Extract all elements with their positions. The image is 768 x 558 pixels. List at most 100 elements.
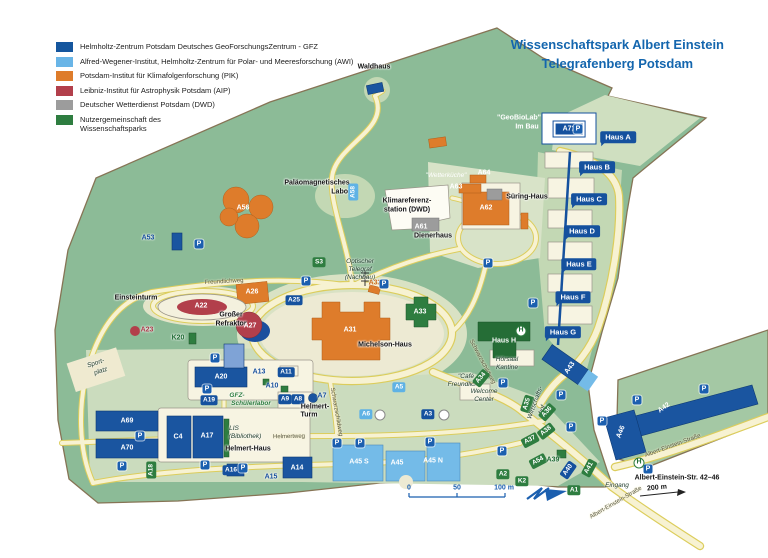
map-label-a25: A25 bbox=[285, 295, 303, 305]
map-label-hörsaal: Hörsaal bbox=[495, 355, 519, 363]
map-label-a9: A9 bbox=[278, 394, 292, 404]
parking-icon: P bbox=[632, 395, 642, 405]
map-label-welcome: Welcome bbox=[470, 387, 498, 395]
map-label-waldhaus: Waldhaus bbox=[357, 63, 391, 71]
map-label-center: Center bbox=[474, 395, 494, 403]
map-label-wetterküche: "Wetterküche" bbox=[425, 171, 467, 179]
map-label-optischer: Optischer bbox=[346, 257, 374, 265]
haus-row-corridor bbox=[556, 151, 572, 346]
map-label-a23: A23 bbox=[140, 326, 154, 334]
map-label-a15: A15 bbox=[264, 473, 278, 481]
map-label-a61: A61 bbox=[414, 223, 428, 231]
map-label-c4: C4 bbox=[173, 433, 183, 441]
map-label-k2: K2 bbox=[515, 476, 529, 486]
parking-icon: P bbox=[425, 437, 435, 447]
map-label-a56: A56 bbox=[236, 204, 250, 212]
a31-building bbox=[311, 301, 391, 361]
parking-icon: P bbox=[573, 124, 583, 134]
map-label-bibliothek: (Bibliothek) bbox=[228, 432, 262, 440]
a63-building bbox=[458, 183, 482, 194]
a14-building bbox=[282, 456, 313, 479]
map-label-geobiolab: "GeoBioLab" bbox=[497, 114, 541, 122]
a45n-building bbox=[426, 442, 461, 482]
map-label-a11: A11 bbox=[277, 367, 295, 377]
map-label-caf: "Café bbox=[457, 372, 475, 380]
map-label-a19: A19 bbox=[200, 395, 218, 405]
parking-icon: P bbox=[528, 298, 538, 308]
map-label-haus-d: Haus D bbox=[564, 225, 600, 240]
map-label-a22: A22 bbox=[194, 302, 208, 310]
sportplatz-field bbox=[66, 347, 126, 392]
map-label-a32: A32 bbox=[368, 279, 382, 287]
map-label-klimareferenz: Klimareferenz- bbox=[382, 197, 432, 205]
parking-icon: P bbox=[135, 431, 145, 441]
map-label-50: 50 bbox=[453, 484, 461, 492]
a20-building bbox=[194, 366, 248, 388]
map-label-süring-haus: Süring-Haus bbox=[506, 193, 548, 201]
legend-label-aip: Leibniz-Institut für Astrophysik Potsdam… bbox=[80, 85, 231, 95]
a46-building bbox=[603, 409, 647, 461]
map-label-dienerhaus: Dienerhaus bbox=[413, 232, 453, 240]
map-label-a16: A16 bbox=[222, 465, 240, 475]
a26-building bbox=[235, 281, 270, 305]
distance-arrow-icon bbox=[639, 489, 686, 497]
map-label-station-dwd: station (DWD) bbox=[383, 206, 431, 214]
legend-item-aip: Leibniz-Institut für Astrophysik Potsdam… bbox=[56, 85, 386, 96]
map-label-albert-einstein-str-42-46: Albert-Einstein-Str. 42–46 bbox=[634, 474, 720, 482]
north-arrow-icon bbox=[526, 487, 567, 501]
map-label-kantine: Kantine bbox=[495, 363, 519, 371]
pik-color-swatch bbox=[56, 71, 73, 81]
map-label-a45-n: A45 N bbox=[423, 457, 443, 465]
a27-dome bbox=[235, 311, 263, 339]
map-label-100-m: 100 m bbox=[494, 484, 514, 492]
map-label-michelson-haus: Michelson-Haus bbox=[358, 341, 412, 349]
parking-icon: P bbox=[483, 258, 493, 268]
dwd-color-swatch bbox=[56, 100, 73, 110]
map-label-paläomagnetisches: Paläomagnetisches bbox=[284, 179, 350, 187]
parking-icon: P bbox=[498, 378, 508, 388]
map-label-a64: A64 bbox=[477, 169, 491, 177]
map-label-großer: Großer bbox=[219, 311, 243, 319]
map-label-turm: Turm bbox=[300, 411, 318, 419]
a43-building bbox=[541, 344, 599, 392]
parking-icon: P bbox=[497, 446, 507, 456]
wsp-color-swatch bbox=[56, 114, 73, 125]
bus-stop-icon: H bbox=[515, 325, 527, 337]
parking-icon: P bbox=[643, 464, 653, 474]
map-label-labor: Labor bbox=[331, 188, 351, 196]
map-label-a17: A17 bbox=[200, 432, 214, 440]
map-label-im-bau: Im Bau bbox=[515, 123, 539, 131]
map-label-a1: A1 bbox=[567, 485, 581, 495]
map-label-a7: A7 bbox=[317, 392, 327, 400]
legend-label-wsp: Nutzergemeinschaft des Wissenschaftspark… bbox=[80, 114, 161, 133]
legend-label-awi: Alfred-Wegener-Institut, Helmholtz-Zentr… bbox=[80, 56, 354, 66]
parking-icon: P bbox=[556, 390, 566, 400]
page-title-line1: Wissenschaftspark Albert Einstein bbox=[510, 37, 724, 52]
a64-building bbox=[469, 174, 487, 184]
parking-icon: P bbox=[202, 384, 212, 394]
page-title-line2: Telegrafenberg Potsdam bbox=[541, 55, 694, 71]
map-label-helmert: Helmert- bbox=[300, 403, 330, 411]
map-label-a10: A10 bbox=[265, 382, 279, 390]
telegraf-pole bbox=[361, 270, 369, 286]
map-label-lis: LIS bbox=[229, 424, 239, 432]
map-label-a45-s: A45 S bbox=[349, 458, 369, 466]
parking-icon: P bbox=[117, 461, 127, 471]
legend-item-gfz: Helmholtz-Zentrum Potsdam Deutsches GeoF… bbox=[56, 42, 386, 52]
map-label-haus-a: Haus A bbox=[600, 131, 636, 146]
a33-building bbox=[405, 296, 437, 328]
legend-items: Helmholtz-Zentrum Potsdam Deutsches GeoF… bbox=[56, 42, 386, 133]
a23-building bbox=[130, 326, 140, 336]
a22-building bbox=[177, 299, 227, 315]
parking-icon: P bbox=[210, 353, 220, 363]
map-label-a31: A31 bbox=[343, 326, 357, 334]
waldhaus-building bbox=[365, 82, 385, 95]
a3-dome bbox=[438, 409, 450, 421]
parking-icon: P bbox=[355, 438, 365, 448]
legend: Helmholtz-Zentrum Potsdam Deutsches GeoF… bbox=[56, 42, 386, 138]
map-label-haus-c: Haus C bbox=[571, 193, 607, 208]
map-label-a58: A58 bbox=[348, 183, 358, 201]
a45-arch bbox=[399, 475, 413, 489]
map-label-a33: A33 bbox=[413, 308, 427, 316]
